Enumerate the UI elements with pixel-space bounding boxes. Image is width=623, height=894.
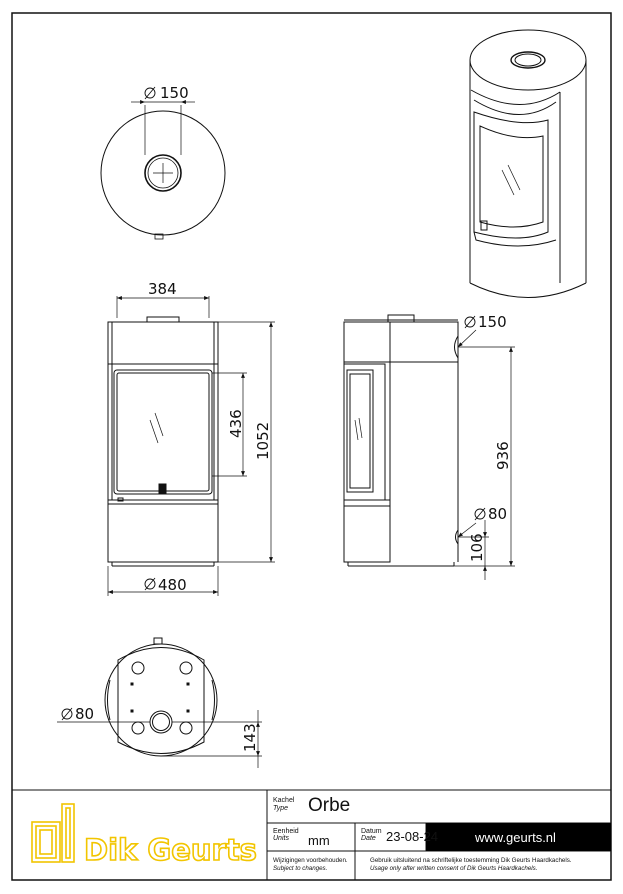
front-dimensions (107, 296, 275, 596)
date-label-nl: Datum (361, 828, 382, 835)
date-label-en: Date (361, 835, 376, 842)
brand-logo: Dik Geurts (31, 803, 258, 868)
side-air-diameter-value: 80 (488, 505, 507, 523)
unit-label-en: Units (273, 835, 289, 842)
changes-note-nl: Wijzigingen voorbehouden. (273, 857, 348, 864)
front-base-diameter-label: 480 (144, 576, 187, 594)
front-total-height-value: 1052 (254, 422, 272, 460)
front-width-value: 384 (148, 280, 177, 298)
bottom-air-diameter-value: 80 (75, 705, 94, 723)
front-base-diameter-value: 480 (158, 576, 187, 594)
sheet-border (11, 12, 612, 881)
brand-logo-text: Dik Geurts (84, 833, 257, 867)
side-flue-diameter-label: 150 (464, 313, 507, 331)
top-view: 150 (100, 84, 226, 240)
side-flue-height-value: 936 (494, 441, 512, 470)
side-dimensions (454, 329, 515, 580)
front-glass-height-value: 436 (227, 409, 245, 438)
bottom-dimensions (57, 710, 262, 768)
consent-note-nl: Gebruik uitsluitend na schriftelijke toe… (370, 857, 572, 864)
unit-label-nl: Eenheid (273, 828, 299, 835)
side-view (343, 314, 459, 567)
side-air-diameter-label: 80 (474, 505, 507, 523)
type-value: Orbe (308, 795, 350, 816)
consent-note-en: Usage only after written consent of Dik … (370, 865, 537, 872)
website-link[interactable]: www.geurts.nl (474, 830, 556, 845)
website-band (426, 823, 611, 851)
unit-value: mm (308, 833, 330, 848)
top-view-diameter-value: 150 (160, 84, 189, 102)
bottom-offset-value: 143 (241, 723, 259, 752)
bottom-air-diameter-label: 80 (61, 705, 94, 723)
date-value: 23-08-24 (386, 829, 438, 844)
changes-note-en: Subject to changes. (273, 865, 327, 872)
type-label-en: Type (273, 805, 288, 812)
side-flue-diameter-value: 150 (478, 313, 507, 331)
bottom-view (104, 637, 218, 757)
side-air-height-value: 106 (468, 533, 486, 562)
type-label-nl: Kachel (273, 797, 295, 804)
perspective-view (469, 29, 587, 298)
front-view (107, 316, 219, 567)
top-view-diameter-label: 150 (144, 84, 189, 102)
